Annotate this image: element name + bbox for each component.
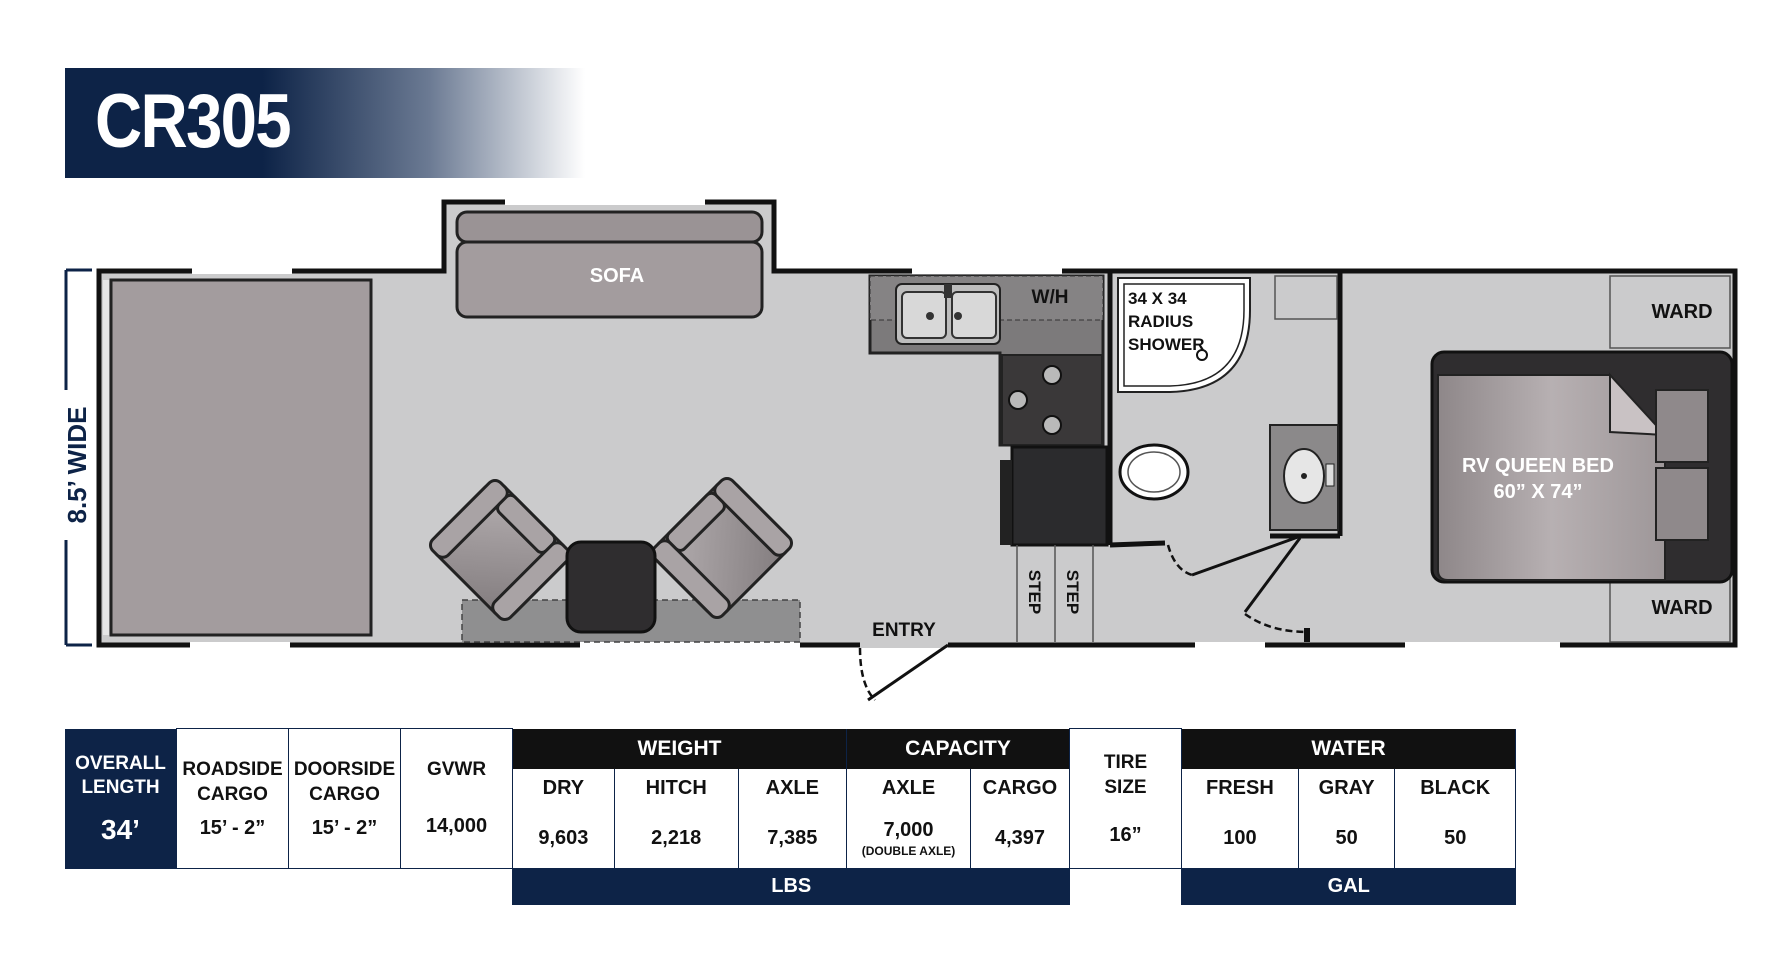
roadside-cargo-cell: ROADSIDE CARGO 15’ - 2” — [176, 728, 289, 869]
wardrobe-bottom-label: WARD — [1651, 597, 1712, 619]
black-label: BLACK — [1394, 768, 1516, 809]
hitch-label: HITCH — [613, 768, 739, 809]
fresh-label: FRESH — [1181, 768, 1299, 809]
black-value: 50 — [1394, 808, 1516, 869]
cap-axle-cell: 7,000 (DOUBLE AXLE) — [845, 808, 971, 869]
weight-header: WEIGHT — [512, 728, 847, 769]
overall-length-label-line1: OVERALL — [75, 752, 166, 774]
tire-size-cell: TIRE SIZE 16” — [1069, 728, 1182, 869]
side-table — [565, 540, 657, 634]
bed-label-line1: RV QUEEN BED — [1462, 455, 1614, 477]
tire-value: 16” — [1109, 824, 1142, 846]
cargo-label: CARGO — [970, 768, 1070, 809]
refrigerator — [1000, 445, 1109, 547]
lbs-unit: LBS — [512, 868, 1070, 905]
cap-axle-label: AXLE — [845, 768, 971, 809]
sofa — [455, 210, 764, 319]
windows — [190, 199, 1560, 648]
bathroom-doors — [1166, 535, 1310, 642]
tire-label-line1: TIRE — [1103, 752, 1148, 773]
wardrobes — [1609, 275, 1731, 643]
doorside-label-line2: CARGO — [309, 784, 380, 805]
bathroom-vanity — [1269, 424, 1339, 531]
model-title-banner — [65, 68, 585, 178]
dry-value: 9,603 — [512, 808, 615, 869]
steps — [1016, 545, 1094, 642]
gvwr-cell: GVWR 14,000 — [400, 728, 513, 869]
wardrobe-top-label: WARD — [1651, 301, 1712, 323]
hitch-value: 2,218 — [613, 808, 739, 869]
fresh-value: 100 — [1181, 808, 1299, 869]
overall-length-value: 34’ — [101, 813, 140, 845]
recliner-right — [650, 476, 794, 620]
bed-label-line2: 60” X 74” — [1494, 481, 1583, 503]
water-heater-label: W/H — [1032, 287, 1069, 308]
water-header: WATER — [1181, 728, 1516, 769]
shower-label-line2: RADIUS — [1128, 312, 1193, 331]
cargo-value: 4,397 — [970, 808, 1070, 869]
capacity-header: CAPACITY — [846, 728, 1070, 769]
shower-label-line1: 34 X 34 — [1128, 289, 1187, 308]
linen-cabinet — [1274, 275, 1338, 320]
kitchen-sink — [895, 283, 1001, 345]
queen-bed — [1430, 350, 1734, 584]
axle-value: 7,385 — [737, 808, 847, 869]
step-label-2: STEP — [1063, 570, 1082, 614]
width-dimension — [64, 268, 92, 647]
model-title: CR305 — [95, 79, 292, 164]
front-cargo-area — [109, 278, 373, 637]
tire-label-line2: SIZE — [1104, 777, 1147, 798]
roadside-label-line1: ROADSIDE — [182, 759, 283, 780]
doorside-label-line1: DOORSIDE — [293, 759, 396, 780]
entry-door — [858, 642, 949, 702]
roadside-value: 15’ - 2” — [199, 817, 266, 839]
dry-label: DRY — [512, 768, 615, 809]
doorside-cargo-cell: DOORSIDE CARGO 15’ - 2” — [288, 728, 401, 869]
gray-label: GRAY — [1297, 768, 1395, 809]
axle-label: AXLE — [737, 768, 847, 809]
roadside-label-line2: CARGO — [197, 784, 268, 805]
gvwr-value: 14,000 — [425, 815, 488, 837]
toilet — [1118, 443, 1190, 501]
shower — [1117, 277, 1251, 393]
width-label: 8.5’ WIDE — [62, 406, 92, 523]
bathroom-walls — [1107, 271, 1343, 548]
cap-axle-value: 7,000 — [883, 818, 934, 841]
gray-value: 50 — [1297, 808, 1395, 869]
stovetop — [1001, 354, 1103, 446]
sofa-label: SOFA — [590, 265, 644, 287]
cap-axle-note: (DOUBLE AXLE) — [861, 843, 956, 858]
gvwr-label: GVWR — [426, 759, 487, 780]
overall-length-label-line2: LENGTH — [81, 776, 160, 798]
entry-label: ENTRY — [872, 620, 936, 641]
floorplan: 8.5’ WIDE SOFA — [62, 199, 1738, 702]
gal-unit: GAL — [1181, 868, 1516, 905]
recliner-left — [428, 478, 572, 622]
shower-label-line3: SHOWER — [1128, 335, 1205, 354]
step-label-1: STEP — [1025, 570, 1044, 614]
doorside-value: 15’ - 2” — [311, 817, 378, 839]
